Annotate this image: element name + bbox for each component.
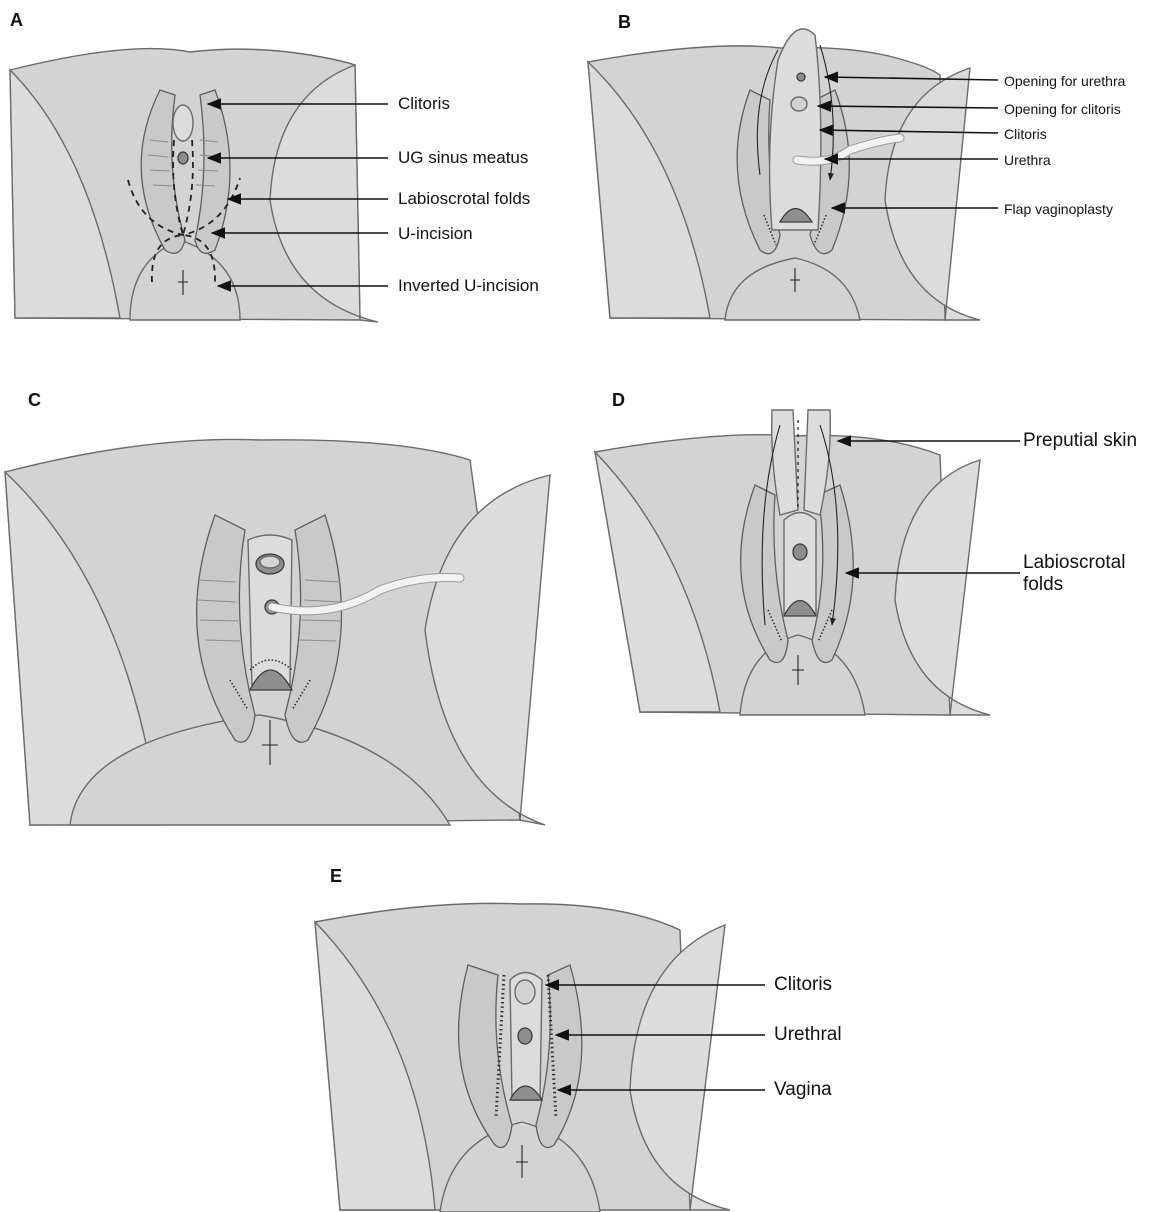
clitoris-shape — [173, 105, 193, 141]
panel-c-illustration — [0, 380, 570, 840]
urethral-opening — [518, 1028, 532, 1044]
ug-sinus-meatus — [178, 152, 188, 164]
opening-clitoris — [791, 97, 807, 111]
label-clitoris: Clitoris — [398, 94, 450, 114]
clitoris-inner — [260, 556, 280, 568]
label-vagina: Vagina — [774, 1079, 832, 1101]
central-plate — [784, 513, 816, 616]
label-urethral: Urethral — [774, 1024, 842, 1046]
clitoris-shape — [515, 980, 535, 1004]
label-clitoris: Clitoris — [1004, 126, 1047, 142]
label-opening-clitoris: Opening for clitoris — [1004, 101, 1121, 117]
label-labioscrotal-folds: Labioscrotal folds — [1023, 552, 1125, 596]
label-clitoris: Clitoris — [774, 974, 832, 996]
panel-b: B Opening for urethra Opening for clitor… — [580, 0, 1150, 340]
label-labioscrotal-folds: Labioscrotal folds — [398, 189, 530, 209]
panel-e: E Clitoris Urethral Vagina — [300, 860, 900, 1212]
opening-urethra — [797, 73, 805, 81]
label-inverted-u-incision: Inverted U-incision — [398, 276, 539, 296]
label-opening-urethra: Opening for urethra — [1004, 73, 1125, 89]
label-ug-sinus-meatus: UG sinus meatus — [398, 148, 528, 168]
label-urethra: Urethra — [1004, 152, 1051, 168]
label-flap-vaginoplasty: Flap vaginoplasty — [1004, 201, 1113, 217]
panel-c: C — [0, 380, 570, 840]
label-preputial-skin: Preputial skin — [1023, 430, 1137, 452]
urethral-opening — [793, 544, 807, 560]
panel-b-illustration — [580, 0, 1150, 340]
panel-a: A Clitoris UG sinus meatus Labioscrotal … — [0, 0, 570, 340]
panel-d: D Preputial skin Labioscrotal folds — [580, 380, 1150, 740]
label-u-incision: U-incision — [398, 224, 473, 244]
